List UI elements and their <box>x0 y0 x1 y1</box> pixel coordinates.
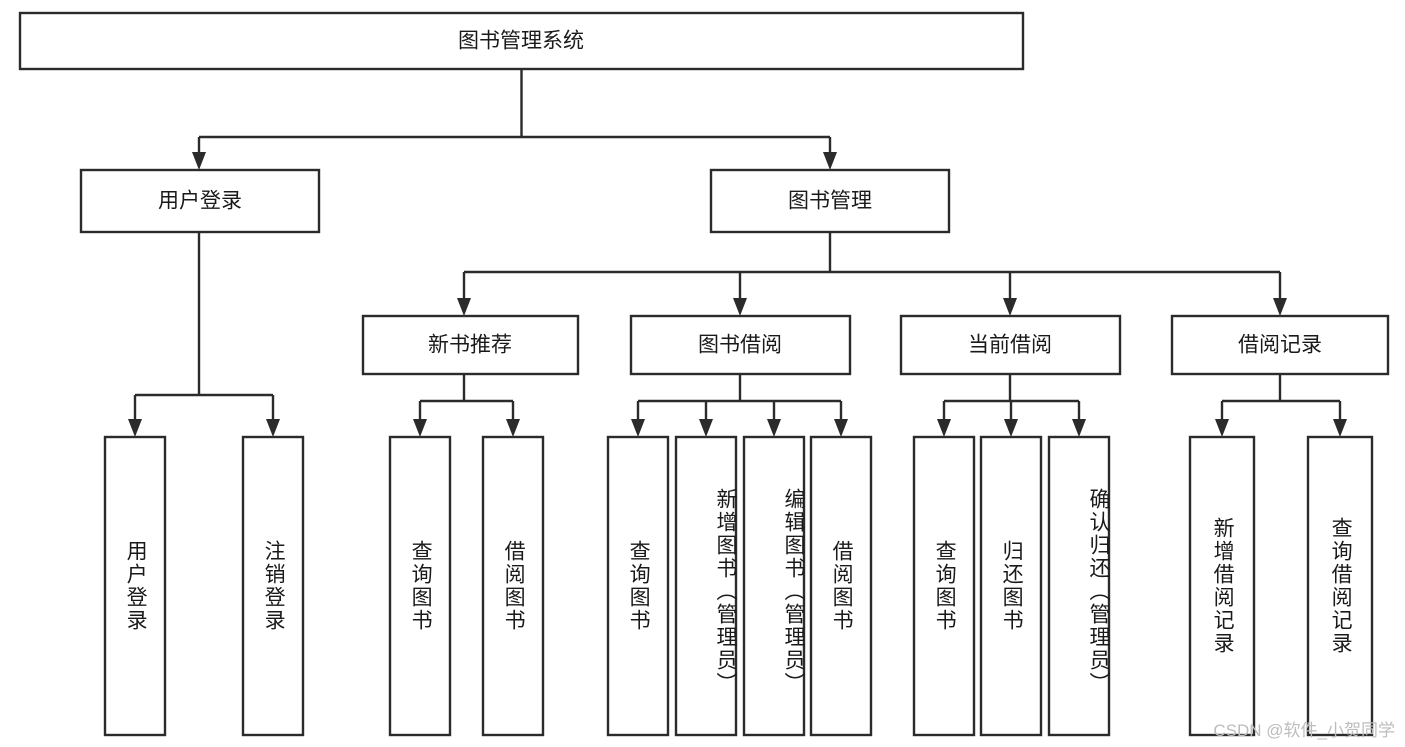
leaf-book-borrow-2[interactable] <box>742 435 806 737</box>
leaf-current-borrow-1[interactable] <box>979 435 1043 737</box>
leaf-current-borrow-2[interactable] <box>1047 435 1111 737</box>
connector-bookborrow-to-leaves <box>631 374 848 437</box>
leaf-user-login-1[interactable] <box>241 435 305 737</box>
leaf-book-borrow-0[interactable] <box>606 435 670 737</box>
node-borrow-record[interactable] <box>1170 314 1390 376</box>
node-new-book-recommend[interactable] <box>361 314 580 376</box>
node-root-label: 图书管理系统 <box>458 30 584 53</box>
node-root[interactable] <box>18 11 1025 71</box>
connector-userlogin-to-leaves <box>128 232 280 437</box>
node-book-borrow[interactable] <box>629 314 852 376</box>
csdn-watermark: CSDN @软件_小贺同学 <box>1213 721 1395 740</box>
leaf-new-book-0[interactable] <box>388 435 452 737</box>
leaf-borrow-record-1[interactable] <box>1306 435 1374 737</box>
connector-borrowrecord-to-leaves <box>1215 374 1347 437</box>
node-book-management-label: 图书管理 <box>788 190 872 213</box>
connector-currentborrow-to-leaves <box>937 374 1086 437</box>
leaf-current-borrow-0[interactable] <box>912 435 976 737</box>
connector-root-to-level2 <box>192 69 837 170</box>
node-new-book-recommend-label: 新书推荐 <box>428 334 512 357</box>
node-book-borrow-label: 图书借阅 <box>698 334 782 357</box>
node-book-management[interactable] <box>709 168 951 234</box>
leaf-user-login-0[interactable] <box>103 435 167 737</box>
leaf-borrow-record-0[interactable] <box>1188 435 1256 737</box>
node-borrow-record-label: 借阅记录 <box>1238 334 1322 357</box>
node-user-login-label: 用户登录 <box>158 190 242 213</box>
node-current-borrow[interactable] <box>899 314 1122 376</box>
node-current-borrow-label: 当前借阅 <box>968 334 1052 357</box>
leaf-book-borrow-1[interactable] <box>674 435 738 737</box>
leaf-book-borrow-3[interactable] <box>809 435 873 737</box>
node-user-login[interactable] <box>79 168 321 234</box>
connector-books-to-level3 <box>457 232 1287 316</box>
connector-newbook-to-leaves <box>413 374 520 437</box>
leaf-new-book-1[interactable] <box>481 435 545 737</box>
